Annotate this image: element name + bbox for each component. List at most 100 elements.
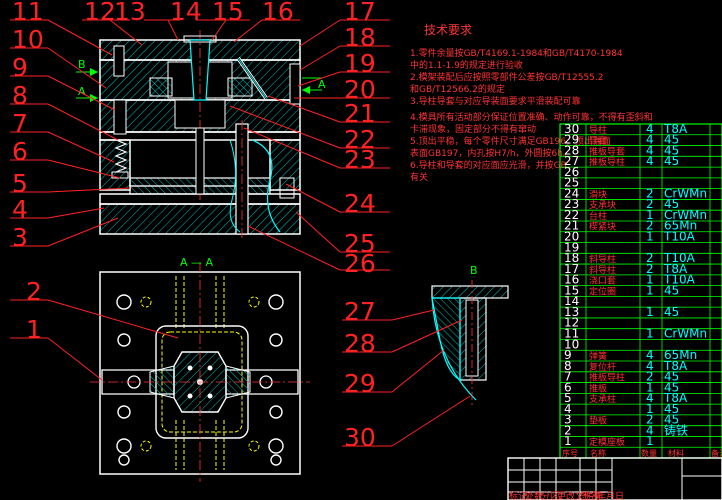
bom-cell-qty: 4 [646,133,654,147]
bom-cell-qty: 2 [646,262,654,276]
bom-cell-no: 5 [564,391,572,405]
bom-cell-qty: 4 [646,359,654,373]
bom-cell-material: 45 [664,370,679,384]
part-number-callouts: 11 10 9 8 7 6 5 4 3 2 1 12 13 14 15 16 1… [12,0,376,452]
callout-12: 12 [84,0,116,26]
bom-cell-qty: 2 [646,186,654,200]
bom-cell-qty: 1 [646,380,654,394]
callout-4: 4 [12,195,28,224]
bom-cell-no: 23 [564,197,579,211]
bom-cell-no: 18 [564,251,579,265]
titleblock-mark: 标记 [509,490,527,500]
title-block: 标记 处数 分区 更改文件号 签名 年月日 [507,457,722,500]
bom-cell-material: 45 [664,305,679,319]
bom-cell-name: 推板导柱 [589,156,625,168]
bom-cell-material: CrWMn [664,186,707,200]
callout-6: 6 [12,137,28,166]
titleblock-date: 年月日 [597,490,624,500]
requirement-line: 4.模具所有活动部分保证位置准确、动作可靠，不得有歪斜和 [410,111,653,123]
titleblock-signature: 签名 [581,490,599,500]
callout-27: 27 [344,297,376,326]
requirement-line: 6.导柱和导套的对应面应光滑，并按GB [410,159,567,171]
requirement-line: 和GB/T12566.2的规定 [410,83,505,95]
bom-cell-material: 65Mn [664,348,697,362]
bom-cell-no: 25 [564,176,579,190]
callout-10: 10 [12,25,44,54]
bom-cell-material: 45 [664,380,679,394]
bom-cell-qty: 2 [646,251,654,265]
bom-cell-no: 22 [564,208,579,222]
callout-17: 17 [344,0,376,26]
bom-cell-material: T10A [663,273,696,287]
bom-cell-material: T8A [663,262,688,276]
bom-cell-qty: 1 [646,273,654,287]
requirements-title: 技术要求 [424,23,472,37]
bom-cell-no: 14 [564,294,579,308]
bom-cell-material: T10A [663,230,696,244]
bom-cell-qty: 1 [646,434,654,448]
bom-cell-no: 17 [564,262,579,276]
titleblock-count: 处数 [525,490,543,500]
requirement-line: 2.模架装配后应按照零部件公差按GB/T12555.2 [410,71,603,83]
bom-cell-qty: 4 [646,122,654,136]
bom-cell-material: 45 [664,283,679,297]
callout-2: 2 [26,277,42,306]
titleblock-zone: 分区 [541,491,559,500]
bom-cell-name: 支承柱 [589,393,616,405]
bom-header-cell: 数量 [641,448,657,458]
callout-23: 23 [344,145,376,174]
callout-29: 29 [344,369,376,398]
callout-26: 26 [344,249,376,278]
requirement-line: 3.导柱导套与对应导装面要求平滑装配可靠 [410,95,581,107]
bom-cell-no: 12 [564,316,579,330]
bom-cell-name: 定模座板 [589,436,625,448]
bom-cell-qty: 1 [646,230,654,244]
bom-cell-name: 斜导柱 [589,253,616,265]
callout-11: 11 [12,0,44,26]
bom-cell-no: 21 [564,219,579,233]
bom-cell-name: 斜导柱 [589,264,616,276]
main-section-view [76,30,322,240]
detail-view-title-b: B [470,264,478,277]
bom-header-cell: 材料 [668,448,684,458]
bom-cell-material: 45 [664,413,679,427]
bom-cell-material: 65Mn [664,219,697,233]
bom-header-cell: 序号 [562,448,578,458]
callout-8: 8 [12,81,28,110]
bom-cell-material: T8A [663,122,688,136]
callout-22: 22 [344,125,376,154]
bom-cell-no: 27 [564,154,579,168]
requirement-line: 1.零件余量按GB/T4169.1-1984和GB/T4170-1984 [410,47,623,59]
bom-cell-no: 24 [564,186,579,200]
callout-15: 15 [212,0,244,26]
bom-cell-qty: 1 [646,283,654,297]
bom-cell-material: CrWMn [664,208,707,222]
bom-cell-name: 垫板 [589,415,607,427]
bom-cell-no: 7 [564,370,572,384]
bom-cell-no: 13 [564,305,579,319]
bom-header-cell: 备注 [711,448,722,458]
bom-cell-name: 复位杆 [589,361,616,373]
bom-cell-name: 推板 [589,382,607,394]
bom-cell-no: 28 [564,143,579,157]
leader-lines [10,19,471,447]
bom-cell-material: 45 [664,402,679,416]
bom-cell-material: 45 [664,154,679,168]
technical-requirements: 技术要求 1.零件余量按GB/T4169.1-1984和GB/T4170-198… [410,23,653,183]
bom-cell-qty: 1 [646,208,654,222]
bom-cell-name: 楔紧块 [589,221,616,233]
bom-cell-material: 45 [664,197,679,211]
bom-cell-no: 16 [564,273,579,287]
bom-cell-no: 11 [564,326,579,340]
requirement-line: 有关 [410,171,428,183]
bom-cell-name: 导柱 [589,124,607,136]
requirement-line: 中的1.1-1.9的规定进行验收 [410,59,523,71]
bom-cell-no: 10 [564,337,579,351]
section-mark-a-right: A [318,78,326,91]
bom-cell-name: 推板导柱 [589,372,625,384]
bom-cell-name: 支承块 [589,199,616,211]
bom-cell-no: 1 [564,434,572,448]
section-mark-b-left: B [78,58,86,71]
section-mark-a-left: A [78,85,86,98]
